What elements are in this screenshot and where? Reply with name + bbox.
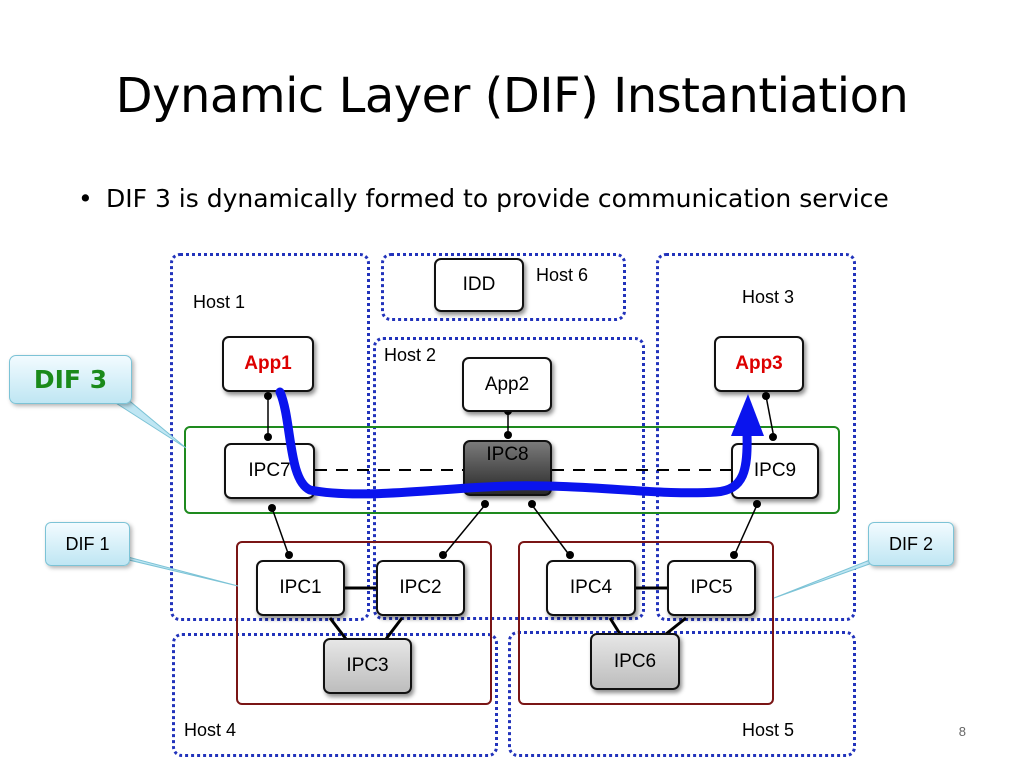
dif1-box [236,541,492,705]
idd-node: IDD [434,258,524,312]
page-number: 8 [958,724,966,739]
ipc4-node: IPC4 [546,560,636,616]
host6-region [381,253,626,321]
dif3-callout: DIF 3 [9,355,132,404]
host1-label: Host 1 [193,292,246,312]
bullet-item: • DIF 3 is dynamically formed to provide … [78,184,889,213]
dif1-callout: DIF 1 [45,522,130,566]
host4-region [172,633,498,757]
host5-label: Host 5 [742,720,795,740]
app3-node: App3 [714,336,804,392]
dif2-callout-label: DIF 2 [888,533,933,554]
ipc3-node: IPC3 [323,638,412,694]
ipc1-node: IPC1 [256,560,345,616]
dif2-box [518,541,774,705]
host6-label: Host 6 [536,265,589,285]
dif1-callout-label: DIF 1 [65,533,110,554]
host4-label: Host 4 [184,720,237,740]
host3-label: Host 3 [742,287,795,307]
host3-region [656,253,856,621]
app1-node: App1 [222,336,314,392]
ipc5-node: IPC5 [667,560,756,616]
flow-arrow-head [731,394,764,436]
bullet-dot: • [78,184,93,213]
ipc2-node: IPC2 [376,560,465,616]
host5-region [508,631,856,757]
host2-region [373,337,645,620]
bullet-text: DIF 3 is dynamically formed to provide c… [106,184,889,213]
host2-label: Host 2 [384,345,437,365]
app2-node: App2 [462,357,552,412]
slide-title: Dynamic Layer (DIF) Instantiation [115,68,909,124]
dif3-box [184,426,840,514]
dif2-callout: DIF 2 [868,522,954,566]
ipc6-node: IPC6 [590,633,680,690]
dif3-callout-label: DIF 3 [33,365,108,394]
